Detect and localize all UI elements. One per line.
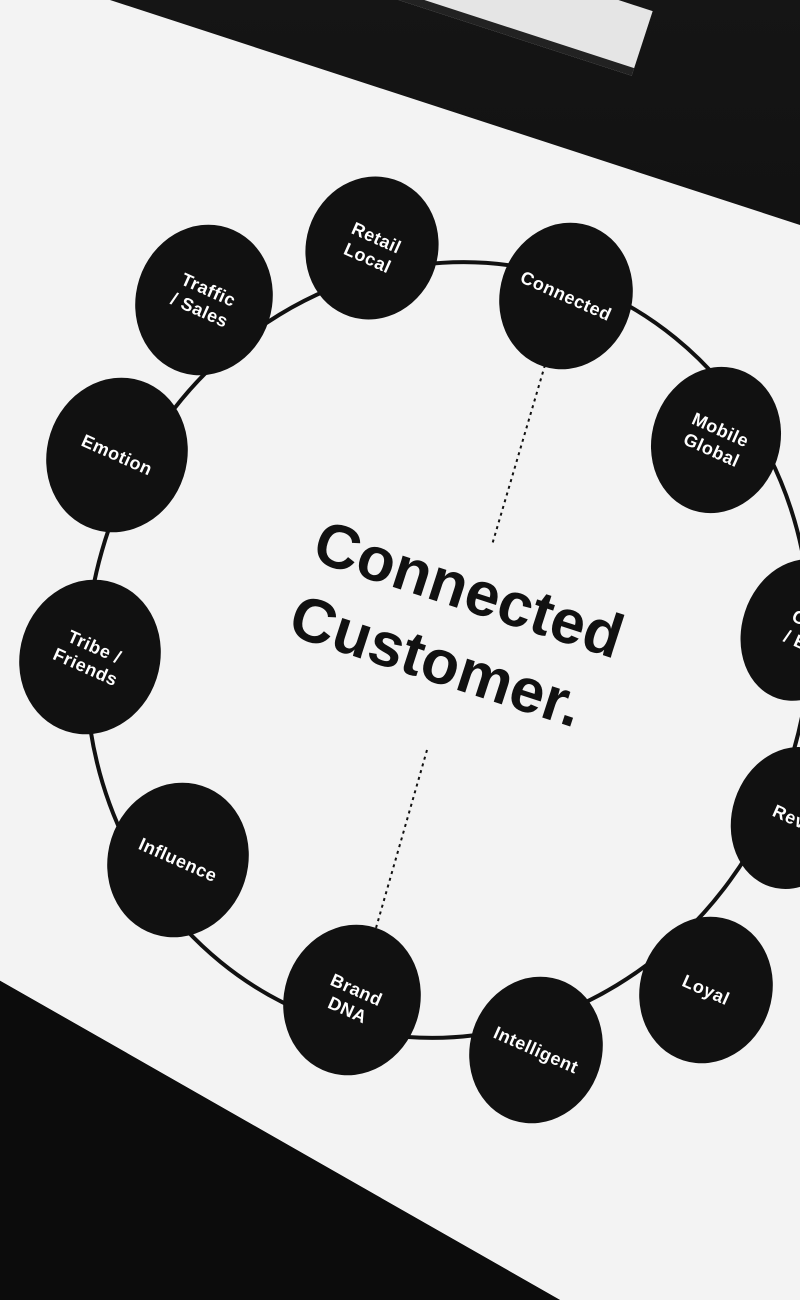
node-circle — [46, 377, 188, 533]
node-emotion: Emotion — [46, 377, 188, 533]
node-influence: Influence — [107, 782, 249, 938]
node-tribe-friends: Tribe /Friends — [19, 579, 161, 735]
node-circle — [469, 976, 603, 1124]
screen-shade — [0, 980, 560, 1300]
dotted-connector-bottom — [375, 749, 428, 929]
node-circle — [107, 782, 249, 938]
node-circle — [730, 747, 800, 889]
node-circle — [283, 924, 421, 1076]
node-revi: Revi — [730, 747, 800, 889]
node-intelligent: Intelligent — [469, 976, 603, 1124]
node-circle — [305, 176, 439, 320]
node-co-e: Co/ E — [740, 559, 800, 701]
node-circle — [740, 559, 800, 701]
node-circle — [19, 579, 161, 735]
node-circle — [499, 222, 633, 370]
node-connected: Connected — [499, 222, 633, 370]
node-label: Co — [789, 606, 800, 634]
node-circle — [639, 916, 773, 1064]
node-circle — [650, 366, 782, 514]
dotted-connector-top — [491, 364, 546, 546]
node-loyal: Loyal — [639, 916, 773, 1064]
node-traffic-sales: Traffic/ Sales — [135, 224, 273, 376]
node-circle — [135, 224, 273, 376]
